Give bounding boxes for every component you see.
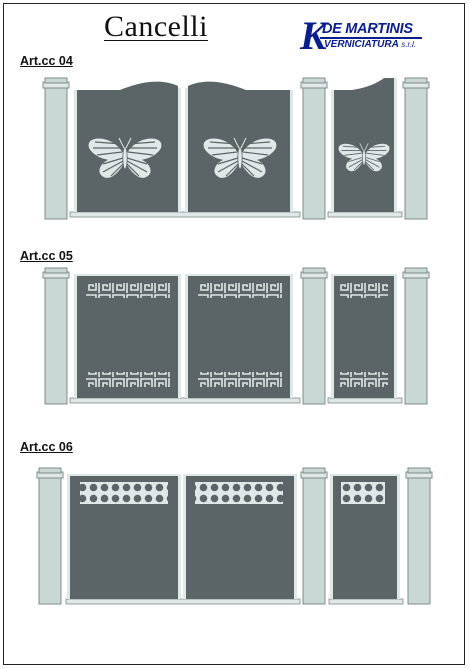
- logo-mark: K: [300, 13, 327, 58]
- pillar-middle: [300, 467, 328, 605]
- pillar-right: [402, 267, 430, 405]
- pillar-left: [42, 77, 70, 220]
- pillar-right: [402, 77, 430, 220]
- article-code-cc05: Art.cc 05: [20, 249, 73, 263]
- gate-drawing-cc06: [36, 467, 433, 605]
- pillar-middle: [300, 77, 328, 220]
- pillar-middle: [300, 267, 328, 405]
- gate-drawing-cc04: [42, 77, 430, 220]
- pillar-right: [405, 467, 433, 605]
- gate-drawing-cc05: [42, 267, 430, 405]
- page-title: Cancelli: [104, 10, 208, 43]
- article-code-cc04: Art.cc 04: [20, 54, 73, 68]
- pillar-left: [42, 267, 70, 405]
- article-code-cc06: Art.cc 06: [20, 440, 73, 454]
- logo-underline: [320, 37, 422, 39]
- logo-subtitle: VERNICIATURA s.r.l.: [324, 39, 417, 50]
- pillar-left: [36, 467, 64, 605]
- page-border: [3, 3, 465, 665]
- logo-company-name: DE MARTINIS: [322, 21, 413, 37]
- company-logo: K DE MARTINIS VERNICIATURA s.r.l.: [300, 16, 440, 62]
